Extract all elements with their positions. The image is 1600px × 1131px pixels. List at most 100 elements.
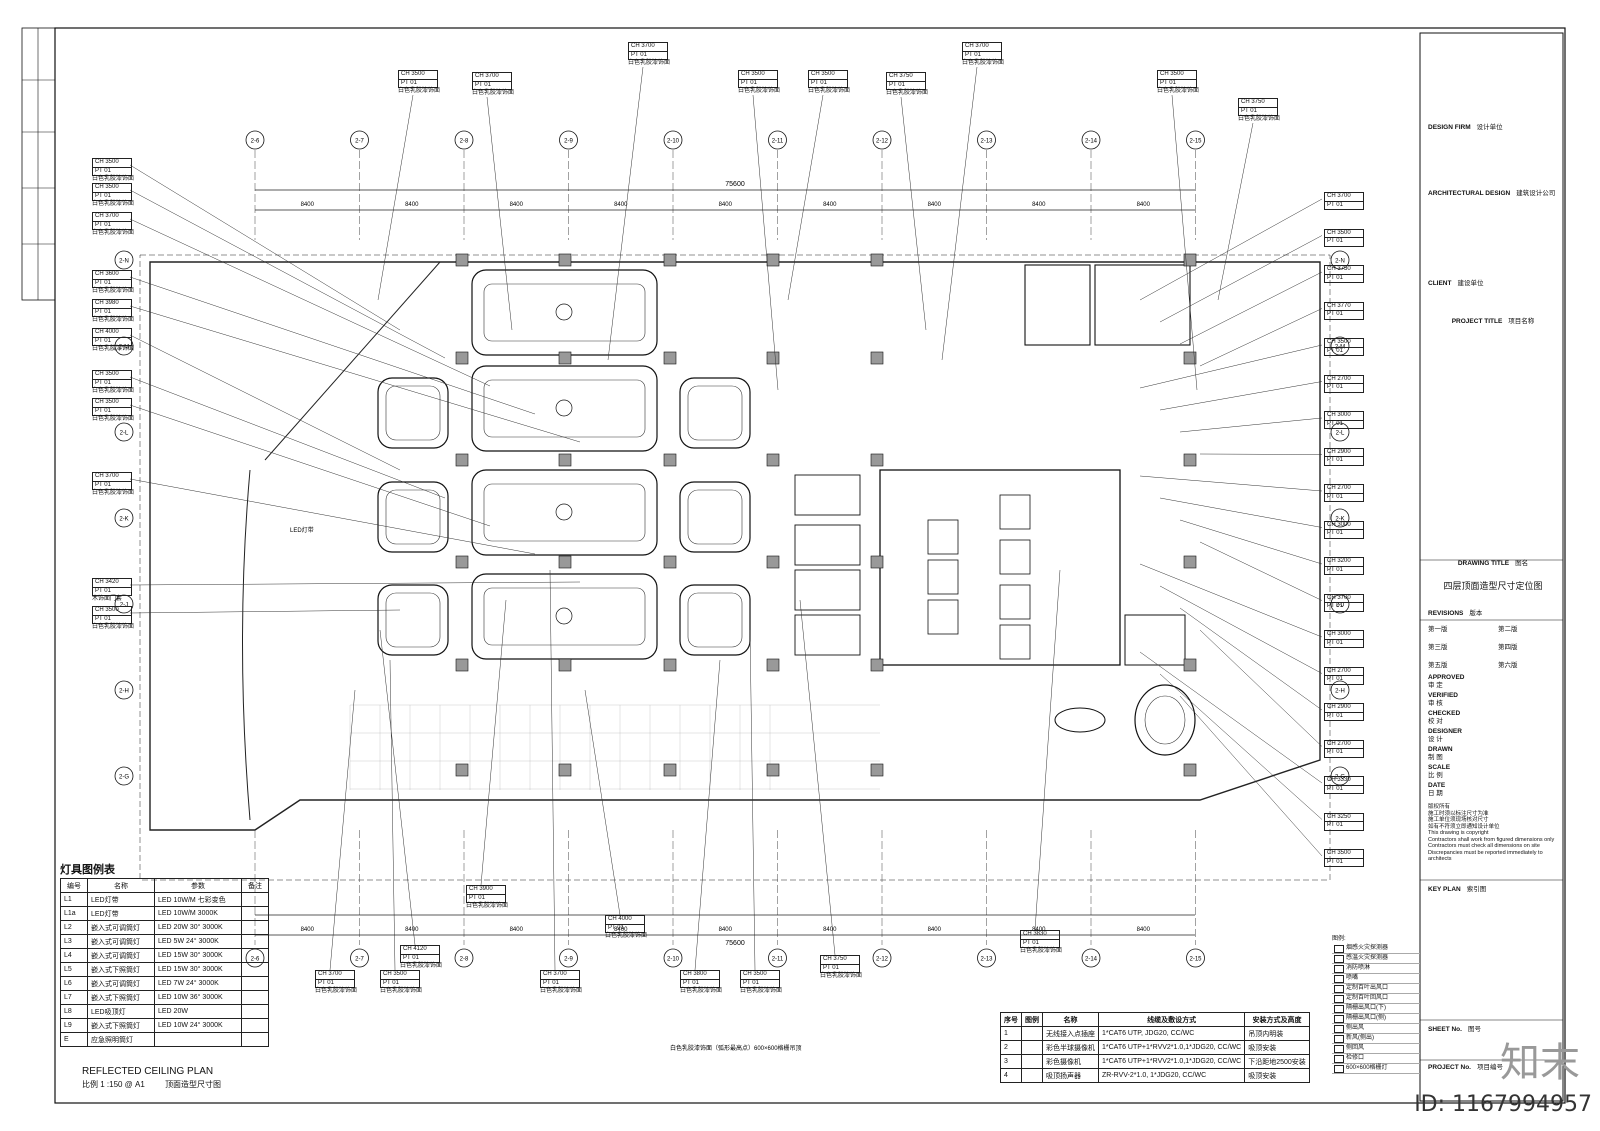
rect-module-inner <box>483 379 646 438</box>
tag-ceiling-height: CH 3500 <box>1324 338 1364 348</box>
tag-leader-line <box>787 94 824 301</box>
tag-paint-code: PT 01 <box>92 379 132 388</box>
grid-bubble <box>977 130 996 150</box>
tag-ceiling-height: CH 3750 <box>820 955 860 965</box>
light-legend-cell <box>241 906 269 921</box>
drawing-title-value: 四层顶面造型尺寸定位图 <box>1443 581 1543 591</box>
light-legend-cell: L5 <box>60 962 88 977</box>
plan-scale: 比例 1 :150 @ A1 顶面造型尺寸图 <box>82 1079 221 1090</box>
note-4: 如有不符须立即通知设计单位 <box>1428 823 1500 830</box>
bay-dimensions: 8400840084008400840084008400840084008400… <box>301 202 1151 933</box>
structural-column <box>663 453 677 467</box>
tag-leader-line <box>129 164 401 331</box>
cable-table-cell: 彩色半球摄像机 <box>1042 1040 1099 1055</box>
tag-leader-line <box>549 569 556 971</box>
plan-title-cn: 顶面造型尺寸图 <box>165 1080 222 1089</box>
bay-dimension: 8400 <box>823 927 837 933</box>
tag-leader-line <box>129 189 446 359</box>
device-symbol-icon <box>1334 1055 1344 1063</box>
light-legend-cell: L1 <box>60 892 88 907</box>
module-light <box>555 399 573 417</box>
cable-table-cell: 吸顶安装 <box>1244 1068 1310 1083</box>
tag-paint-code: PT 01 <box>92 192 132 201</box>
approved-cn: 审 定 <box>1428 682 1443 689</box>
tag-leader-line <box>1171 94 1198 391</box>
structural-column <box>455 555 469 569</box>
structural-column <box>663 658 677 672</box>
bay-dimension: 8400 <box>405 927 419 933</box>
tag-paint-code: PT 01 <box>1324 420 1364 429</box>
grid-bubble-label: 2-12 <box>876 957 889 963</box>
light-legend-cell: LED 7W 24° 3000K <box>154 976 242 991</box>
rev-6: 第六版 <box>1498 662 1518 669</box>
tag-ceiling-height: CH 4000 <box>92 328 132 338</box>
device-legend-label: 隔栅出风口(下) <box>1346 1005 1386 1011</box>
device-symbol-icon <box>1334 1045 1344 1053</box>
tag-leader-line <box>749 629 756 971</box>
light-legend-cell: LED 10W/M 3000K <box>154 906 242 921</box>
bay-dimension: 8400 <box>1137 202 1151 208</box>
tag-paint-code: PT 01 <box>398 79 438 88</box>
cable-table-cell: 4 <box>1000 1068 1022 1083</box>
tag-paint-code: PT 01 <box>808 79 848 88</box>
tag-ceiling-height: CH 3500 <box>92 398 132 408</box>
tag-leader-line <box>129 609 401 614</box>
structural-column <box>1183 253 1197 267</box>
tag-paint-code: PT 01 <box>92 279 132 288</box>
light-legend-header-cell: 备注 <box>241 878 269 893</box>
structural-column <box>663 253 677 267</box>
tag-paint-code: PT 01 <box>1324 676 1364 685</box>
checked-cn: 校 对 <box>1428 718 1443 725</box>
verified-cn: 审 核 <box>1428 700 1443 707</box>
tag-paint-code: PT 01 <box>472 81 512 90</box>
grid-bubble <box>454 948 474 968</box>
tag-ceiling-height: CH 3750 <box>1324 265 1364 275</box>
light-legend-cell: LED 5W 24° 3000K <box>154 934 242 949</box>
tag-ceiling-height: CH 3500 <box>398 70 438 80</box>
project-title-value: 项目名称 <box>1508 318 1535 325</box>
tag-paint-code: PT 01 <box>1324 822 1364 831</box>
light-legend-cell: 嵌入式可调筒灯 <box>87 976 155 991</box>
tag-leader-line <box>694 659 721 971</box>
tag-ceiling-height: CH 3330 <box>1324 776 1364 786</box>
tag-ceiling-height: CH 3500 <box>92 183 132 193</box>
light-legend-title: 灯具图例表 <box>60 864 115 876</box>
note-5: This drawing is copyright <box>1428 830 1489 836</box>
design-firm-label: DESIGN FIRM <box>1428 124 1471 131</box>
device-legend-item: 新风(侧出) <box>1332 1034 1420 1044</box>
tag-finish-description: 白色乳胶漆饰面 <box>92 624 135 630</box>
revisions-cn: 版本 <box>1469 610 1483 617</box>
light-legend-cell: 嵌入式下照筒灯 <box>87 962 155 977</box>
checked-label: CHECKED <box>1428 710 1461 717</box>
tag-finish-description: 白色乳胶漆饰面 <box>540 988 583 994</box>
tag-ceiling-height: CH 2700 <box>1324 484 1364 494</box>
structural-column <box>455 351 469 365</box>
tag-ceiling-height: CH 3500 <box>1324 228 1364 238</box>
grid-bubble-label: 2-11 <box>772 957 784 963</box>
scale-label: SCALE <box>1428 764 1451 771</box>
tag-paint-code: PT 01 <box>628 51 668 60</box>
structural-column <box>455 658 469 672</box>
tag-ceiling-height: CH 3700 <box>92 472 132 482</box>
light-legend-cell: LED 20W 30° 3000K <box>154 920 242 935</box>
tag-leader-line <box>584 689 621 916</box>
tag-paint-code: PT 01 <box>92 587 132 596</box>
device-legend-item: 烟感火灾探测器 <box>1332 944 1420 954</box>
light-legend-cell: LED吸顶灯 <box>87 1004 155 1019</box>
note-6: Contractors shall work from figured dime… <box>1428 836 1555 843</box>
tag-ceiling-height: CH 3420 <box>92 578 132 588</box>
grid-bubble <box>768 130 787 150</box>
